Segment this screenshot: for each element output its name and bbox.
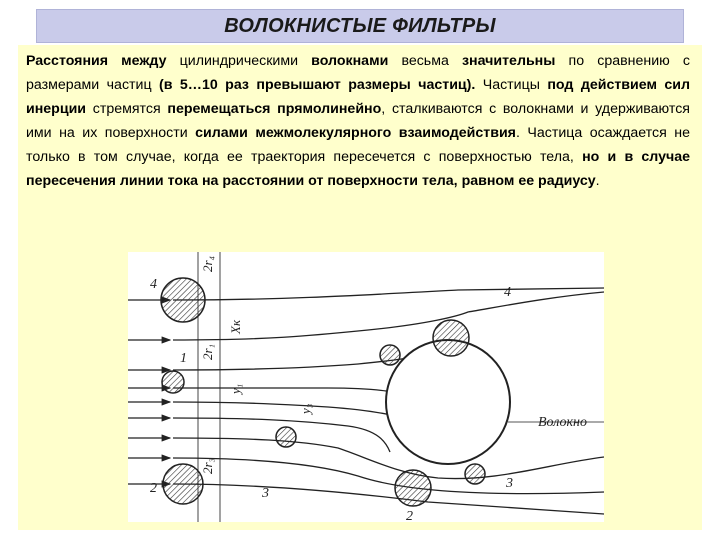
label-3: 3 xyxy=(261,486,269,501)
particle-2-deposited xyxy=(394,469,432,507)
particle-1 xyxy=(161,370,185,394)
particle-3 xyxy=(275,426,297,448)
label-2: 2 xyxy=(150,481,157,496)
body-segment: силами межмолекулярного взаимодействия xyxy=(195,125,516,141)
fiber-circle xyxy=(385,339,511,465)
body-segment: по сравнению с размерами частиц xyxy=(26,53,691,93)
body-segment: но и в случае пересечения линии тока на … xyxy=(26,149,691,189)
body-segment: перемещаться прямолинейно xyxy=(167,101,382,117)
label-2r4: 2r₄ xyxy=(200,255,215,272)
label-1: 1 xyxy=(180,351,187,366)
fiber-filtration-diagram: 4 4 2 2 3 3 1 2r₄ Xк 2r₁ y₁ y₃ 2r₃ Волок… xyxy=(128,252,605,524)
slide-title: ВОЛОКНИСТЫЕ ФИЛЬТРЫ xyxy=(224,14,496,37)
particle-1-deposited xyxy=(379,344,401,366)
label-xk: Xк xyxy=(228,319,243,335)
label-2b: 2 xyxy=(406,509,413,522)
label-2r3: 2r₃ xyxy=(200,458,215,474)
label-3b: 3 xyxy=(505,476,513,491)
label-4b: 4 xyxy=(504,285,511,300)
flow-arrows xyxy=(128,296,172,488)
particle-3-deposited xyxy=(464,463,486,485)
particle-4 xyxy=(160,277,206,323)
body-segment: . Частица осаждается не только в том слу… xyxy=(26,125,690,165)
body-segment: под действием сил инерции xyxy=(26,77,690,117)
label-4: 4 xyxy=(150,277,157,292)
body-segment: стремятся xyxy=(86,101,168,117)
body-segment: Частицы xyxy=(475,77,548,93)
body-text: Расстояния между цилиндрическими волокна… xyxy=(26,49,690,193)
body-segment: весьма xyxy=(388,53,462,69)
body-segment: цилиндрическими xyxy=(166,53,312,69)
fiber-label: Волокно xyxy=(538,415,587,430)
particle-4-deposited xyxy=(432,319,470,357)
body-segment: (в 5…10 раз превышают размеры частиц). xyxy=(159,77,476,93)
particle-2 xyxy=(162,463,204,505)
title-bar: ВОЛОКНИСТЫЕ ФИЛЬТРЫ xyxy=(36,9,684,43)
body-segment: волокнами xyxy=(311,53,389,69)
label-2r1: 2r₁ xyxy=(200,344,215,360)
body-segment: значительны xyxy=(461,53,556,69)
label-y3: y₃ xyxy=(298,404,313,416)
body-segment: Расстояния между xyxy=(26,53,167,69)
body-segment: . xyxy=(595,173,600,189)
label-y1: y₁ xyxy=(228,384,243,396)
body-segment: , сталкиваются с волокнами и удерживаютс… xyxy=(26,101,690,141)
